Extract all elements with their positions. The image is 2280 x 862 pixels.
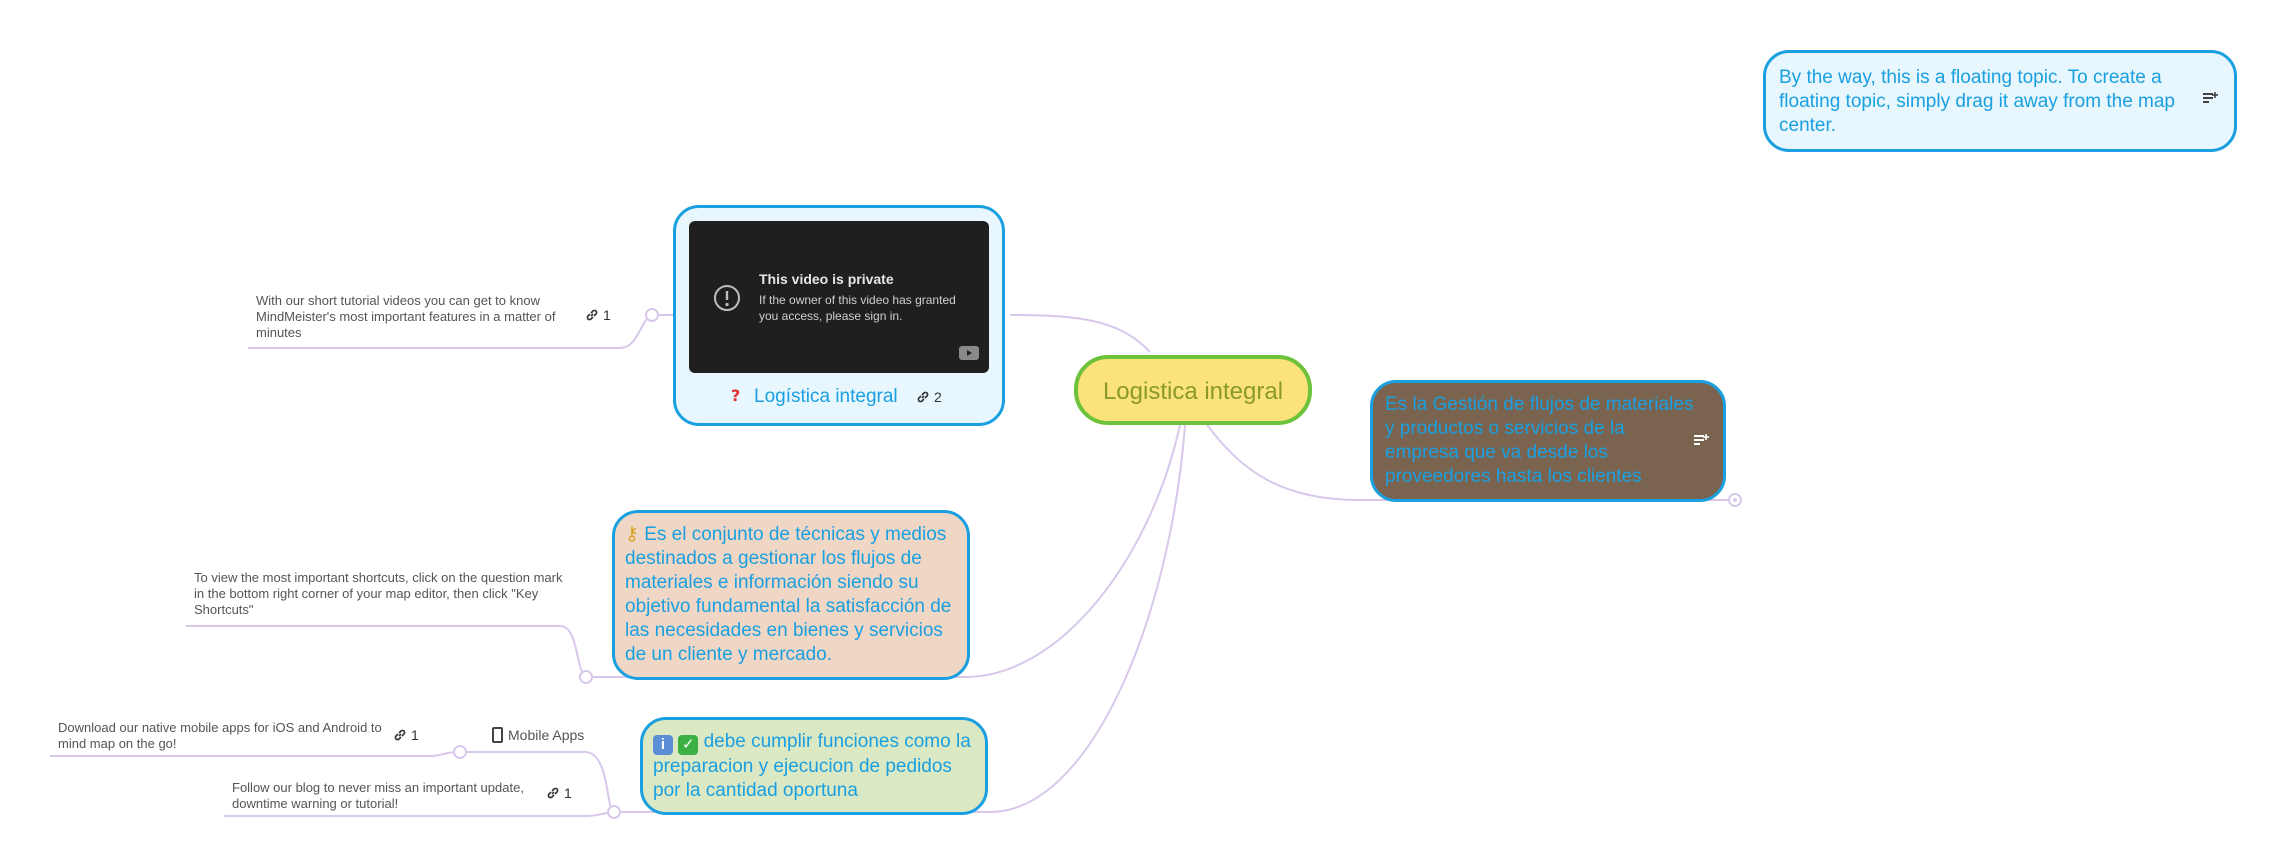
floating-topic[interactable]: By the way, this is a floating topic. To… [1763,50,2237,152]
techniques-topic[interactable]: ⚷ Es el conjunto de técnicas y medios de… [612,510,970,680]
link-icon [916,390,930,404]
functions-topic-body: debe cumplir funciones como la preparaci… [653,731,971,801]
mobile-phone-icon [492,727,503,743]
question-icon: ? [731,386,740,405]
blog-note-text[interactable]: Follow our blog to never miss an importa… [232,780,542,812]
link-icon [546,786,560,800]
collapse-handle [608,806,620,818]
functions-topic-text: i ✓ debe cumplir funciones como la prepa… [653,730,983,803]
link-icon [585,308,599,322]
mobile-note-text[interactable]: Download our native mobile apps for iOS … [58,720,388,752]
techniques-topic-text: ⚷ Es el conjunto de técnicas y medios de… [625,523,961,667]
central-topic[interactable]: Logistica integral [1074,355,1312,425]
shortcuts-note-text[interactable]: To view the most important shortcuts, cl… [194,570,574,618]
alert-icon [713,284,741,312]
mobile-apps-topic[interactable]: Mobile Apps [492,727,584,743]
video-topic[interactable]: This video is private If the owner of th… [673,205,1005,426]
tutorial-note-text[interactable]: With our short tutorial videos you can g… [256,293,576,341]
collapse-handle [580,671,592,683]
floating-topic-text: By the way, this is a floating topic. To… [1779,66,2199,138]
link-count: 1 [564,785,572,801]
video-topic-label: Logística integral [754,386,898,408]
mobile-apps-label: Mobile Apps [508,727,584,743]
central-topic-title: Logistica integral [1078,378,1308,406]
definition-topic-text: Es la Gestión de flujos de materiales y … [1385,393,1695,489]
mobile-link-badge[interactable]: 1 [393,727,419,743]
youtube-icon[interactable] [959,346,979,360]
link-count: 1 [411,727,419,743]
link-icon [393,728,407,742]
note-icon[interactable] [2202,91,2220,107]
link-count: 1 [603,307,611,323]
key-icon: ⚷ [625,524,639,545]
functions-topic[interactable]: i ✓ debe cumplir funciones como la prepa… [640,717,988,815]
definition-topic[interactable]: Es la Gestión de flujos de materiales y … [1370,380,1726,502]
info-icon: i [653,735,673,755]
video-private-title: This video is private [759,271,894,287]
check-icon: ✓ [678,735,698,755]
video-private-message: If the owner of this video has granted y… [759,292,969,324]
link-badge[interactable]: 2 [916,389,942,405]
techniques-topic-body: Es el conjunto de técnicas y medios dest… [625,524,951,665]
video-embed[interactable]: This video is private If the owner of th… [689,221,989,373]
collapse-handle [454,746,466,758]
note-icon[interactable] [1693,433,1711,449]
link-count: 2 [934,389,942,405]
collapse-handle [646,309,658,321]
blog-link-badge[interactable]: 1 [546,785,572,801]
tutorial-link-badge[interactable]: 1 [585,307,611,323]
